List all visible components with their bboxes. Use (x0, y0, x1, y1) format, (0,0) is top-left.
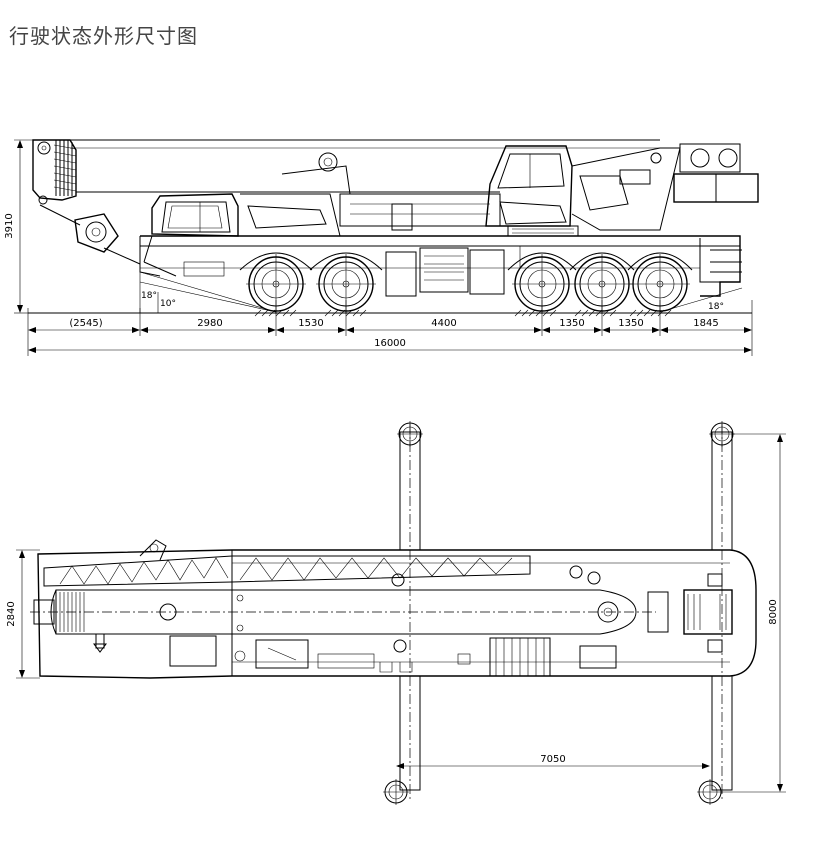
ground-hatch (254, 309, 672, 317)
boom-section (240, 152, 501, 237)
segment-label: 1530 (298, 318, 323, 329)
segment-label: (2545) (69, 318, 102, 329)
outriggers (382, 420, 736, 806)
length-dimensions: (2545) 2980 1530 4400 1350 1350 1845 160… (27, 300, 753, 356)
departure-angle-label: 18° (708, 302, 724, 312)
hook-block (39, 204, 141, 265)
driver-cab (143, 193, 239, 277)
approach-angle-label: 18° (141, 291, 157, 301)
boom-top (30, 589, 656, 653)
angle-10-label: 10° (160, 299, 176, 309)
width-dimension: 2840 (6, 549, 40, 679)
top-components (169, 565, 733, 677)
segment-label: 4400 (431, 318, 456, 329)
top-view: 2840 8000 7050 (6, 420, 786, 806)
chassis (139, 235, 742, 297)
segment-label: 1845 (693, 318, 718, 329)
outrigger-span-length-label: 7050 (540, 754, 565, 765)
page-title: 行驶状态外形尺寸图 (9, 24, 198, 48)
height-label: 3910 (4, 213, 15, 238)
segment-label: 2980 (197, 318, 222, 329)
folded-jib (43, 539, 531, 587)
side-view: 18° 10° 18° 3910 (2545) 2980 1530 4400 1… (4, 139, 759, 356)
boom-head (32, 139, 77, 205)
width-label: 2840 (6, 601, 17, 626)
turntable (571, 143, 759, 231)
overall-length-label: 16000 (374, 338, 406, 349)
outrigger-length-dimension: 7050 (396, 754, 710, 769)
height-dimension: 3910 (4, 139, 40, 314)
segment-label: 1350 (618, 318, 643, 329)
segment-label: 1350 (559, 318, 584, 329)
crane-cab (485, 145, 579, 237)
outrigger-width-dimension: 8000 (722, 433, 786, 793)
angle-lines (139, 268, 743, 313)
outrigger-span-width-label: 8000 (768, 599, 779, 624)
